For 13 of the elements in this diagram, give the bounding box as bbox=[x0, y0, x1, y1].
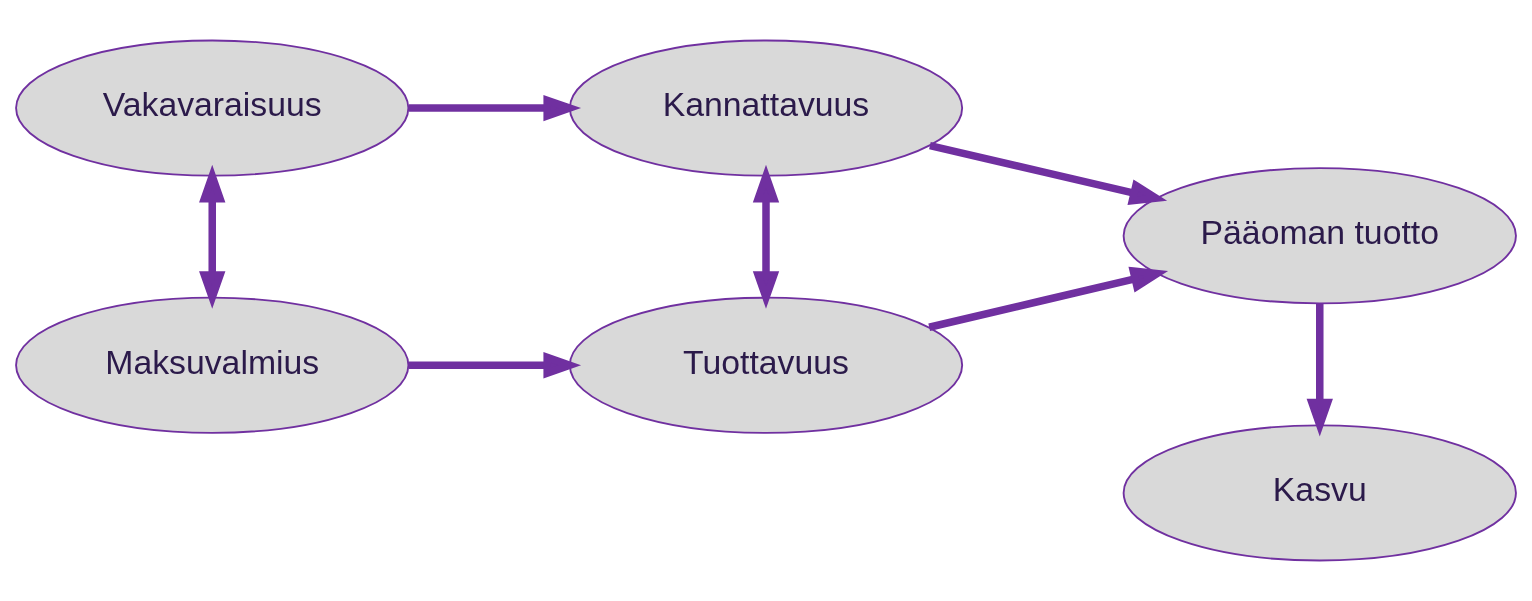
node-ellipse: Tuottavuus bbox=[568, 296, 964, 434]
arrow bbox=[408, 94, 582, 122]
node-ellipse: Maksuvalmius bbox=[15, 296, 410, 434]
node-ellipse: Vakavaraisuus bbox=[15, 39, 410, 177]
arrow bbox=[928, 266, 1169, 331]
node-ellipse: Pääoman tuotto bbox=[1122, 167, 1517, 305]
node-ellipse: Kannattavuus bbox=[568, 39, 964, 177]
arrow bbox=[199, 164, 226, 309]
arrow bbox=[752, 164, 780, 309]
arrow bbox=[1306, 303, 1333, 437]
node-ellipse: Kasvu bbox=[1122, 424, 1517, 562]
arrow bbox=[408, 352, 582, 379]
arrow bbox=[929, 142, 1168, 206]
